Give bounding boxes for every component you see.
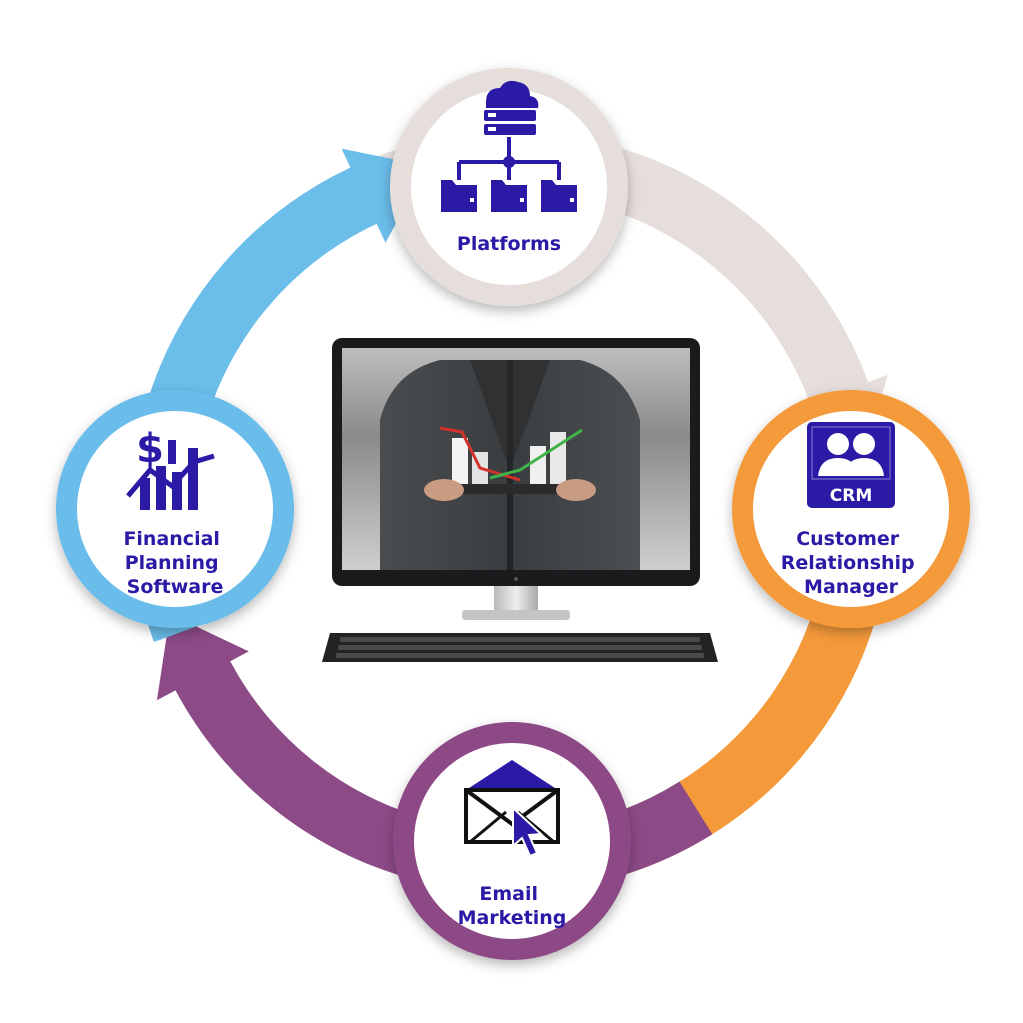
financial-label: Financial Planning Software xyxy=(123,528,226,598)
arrow-email-to-financial xyxy=(156,614,713,892)
envelope-cursor-icon xyxy=(464,760,560,858)
crm-inner xyxy=(753,411,949,607)
dollar-growth-chart-icon: $ xyxy=(126,426,215,510)
node-email: Email Marketing xyxy=(393,722,631,960)
keyboard-keys xyxy=(336,637,704,658)
email-label: Email Marketing xyxy=(458,883,567,929)
platforms-label: Platforms xyxy=(457,233,561,255)
desktop-computer-icon xyxy=(322,338,718,662)
cloud-server-network-icon xyxy=(441,80,577,212)
node-crm: CRM Customer Relationship Manager xyxy=(732,390,970,628)
crm-users-icon: CRM xyxy=(807,422,895,508)
crm-badge-text: CRM xyxy=(830,486,872,506)
node-financial: $ Financial Planning Software xyxy=(56,390,294,628)
svg-text:$: $ xyxy=(136,426,164,472)
node-platforms: Platforms xyxy=(390,68,628,306)
arrow-platforms-to-crm xyxy=(309,132,888,459)
businessman-image xyxy=(380,360,640,570)
crm-label: Customer Relationship Manager xyxy=(781,528,922,598)
